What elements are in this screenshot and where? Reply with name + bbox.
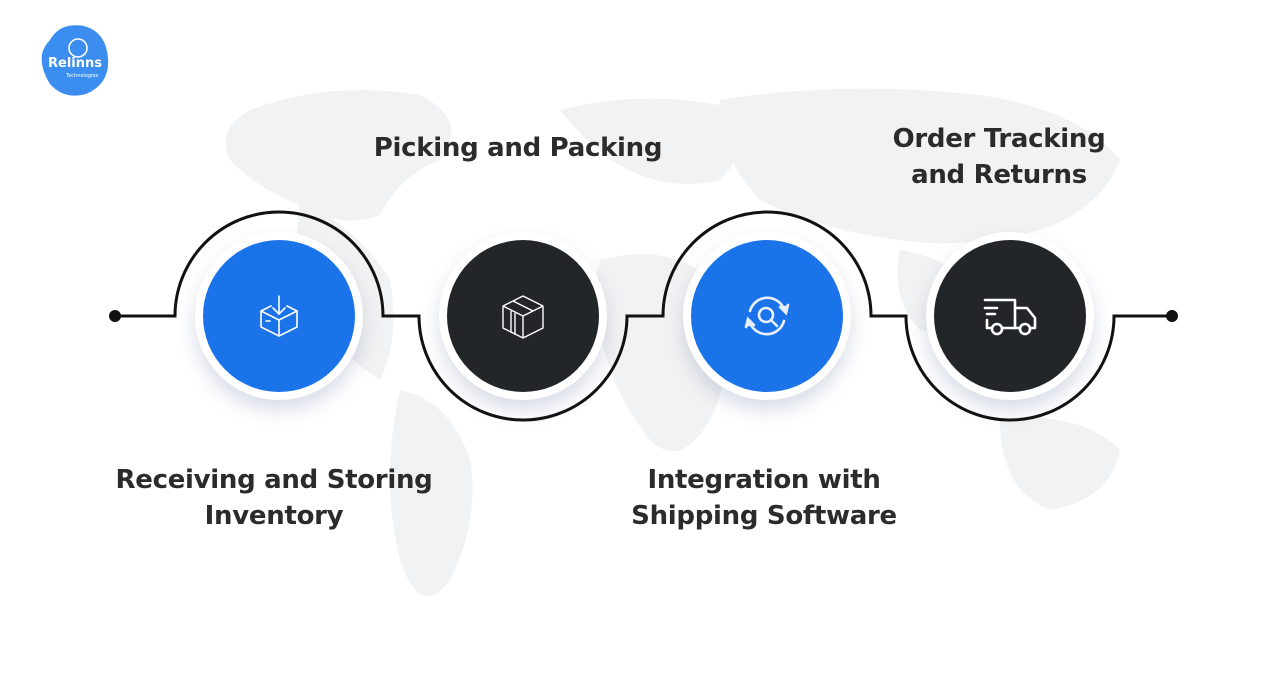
step-label-line: Shipping Software	[631, 501, 897, 531]
logo-text: Relinns	[48, 56, 102, 71]
relinns-logo	[41, 25, 109, 96]
step-label-line: Order Tracking	[892, 124, 1106, 154]
end-dot	[1166, 310, 1178, 322]
step-label-integration: Integration with Shipping Software	[604, 462, 924, 534]
step-node-receiving	[195, 232, 363, 400]
box-download-icon	[260, 295, 298, 337]
step-label-line: Receiving and Storing	[115, 465, 433, 495]
logo-subtext: Technologies	[66, 73, 99, 79]
step-label-picking: Picking and Packing	[348, 130, 688, 166]
package-box-icon	[502, 295, 544, 339]
step-label-line: Picking and Packing	[373, 133, 663, 163]
step-label-tracking: Order Tracking and Returns	[854, 121, 1144, 193]
delivery-truck-icon	[983, 298, 1037, 336]
step-label-receiving: Receiving and Storing Inventory	[94, 462, 454, 534]
step-node-integration	[683, 232, 851, 400]
step-node-tracking	[926, 232, 1094, 400]
step-label-line: and Returns	[911, 160, 1087, 190]
sync-search-icon	[744, 296, 790, 336]
step-node-picking	[439, 232, 607, 400]
step-label-line: Inventory	[204, 501, 344, 531]
step-label-line: Integration with	[647, 465, 881, 495]
start-dot	[109, 310, 121, 322]
